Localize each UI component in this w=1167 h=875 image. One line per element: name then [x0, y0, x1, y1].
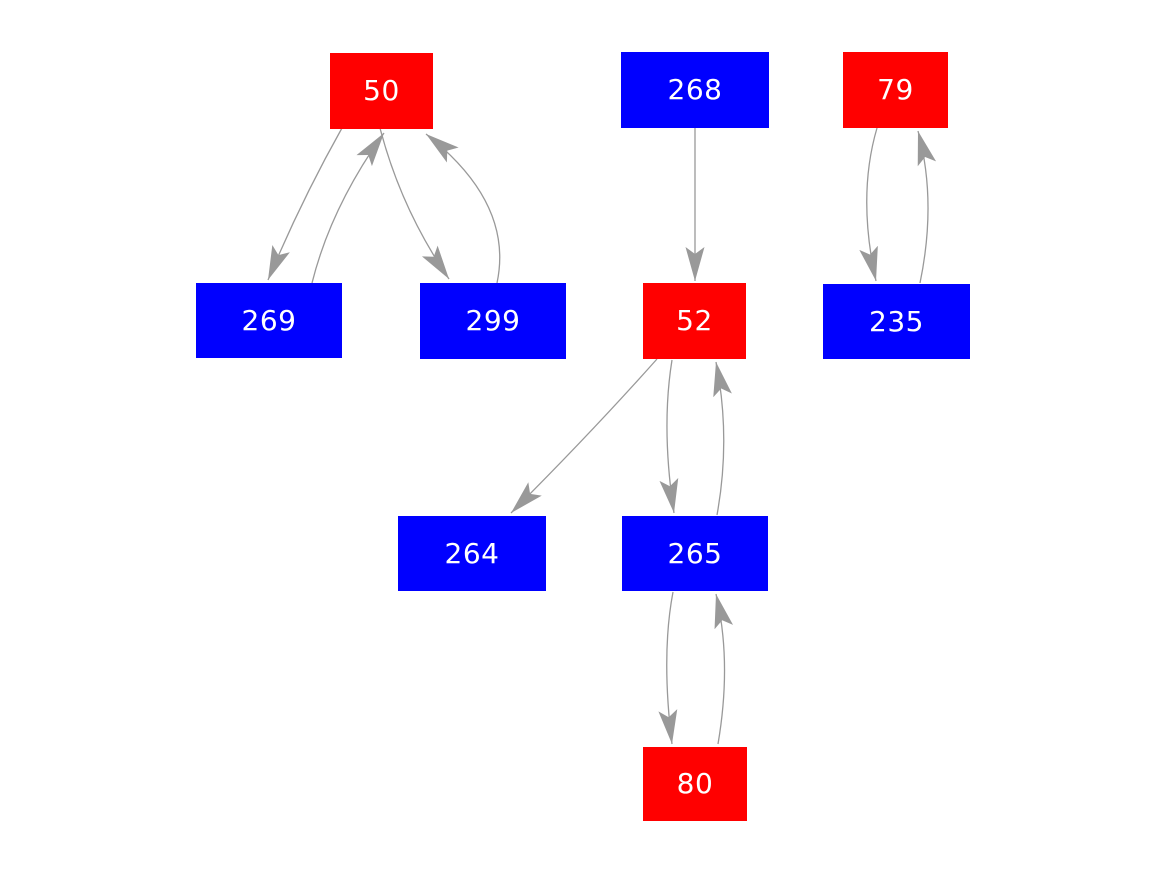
node-264: 264: [398, 516, 546, 591]
node-label: 80: [676, 767, 714, 800]
edge-79-to-235: [859, 127, 878, 282]
node-79: 79: [843, 52, 948, 128]
node-268: 268: [621, 52, 769, 128]
edge-235-to-79: [917, 130, 937, 284]
edge-50-to-269: [267, 127, 343, 281]
edge-52-to-264: [510, 358, 658, 514]
edge-265-to-52: [713, 361, 732, 516]
node-label: 235: [869, 304, 924, 338]
node-label: 268: [667, 73, 723, 106]
node-label: 50: [363, 74, 400, 107]
edge-265-to-80: [658, 591, 678, 745]
node-label: 299: [465, 304, 521, 337]
edge-269-to-50: [311, 132, 385, 284]
node-label: 79: [877, 73, 914, 106]
node-label: 265: [667, 536, 723, 570]
node-235: 235: [823, 284, 970, 359]
node-265: 265: [622, 516, 768, 591]
node-80: 80: [643, 747, 747, 821]
node-label: 269: [241, 303, 297, 337]
node-52: 52: [643, 283, 746, 359]
edge-80-to-265: [714, 593, 734, 745]
node-label: 52: [676, 304, 713, 337]
node-50: 50: [330, 53, 433, 129]
edge-50-to-299: [379, 127, 450, 280]
node-269: 269: [196, 283, 342, 358]
edge-52-to-265: [659, 359, 679, 514]
node-label: 264: [444, 536, 500, 570]
edge-299-to-50: [425, 133, 501, 284]
node-299: 299: [420, 283, 566, 359]
